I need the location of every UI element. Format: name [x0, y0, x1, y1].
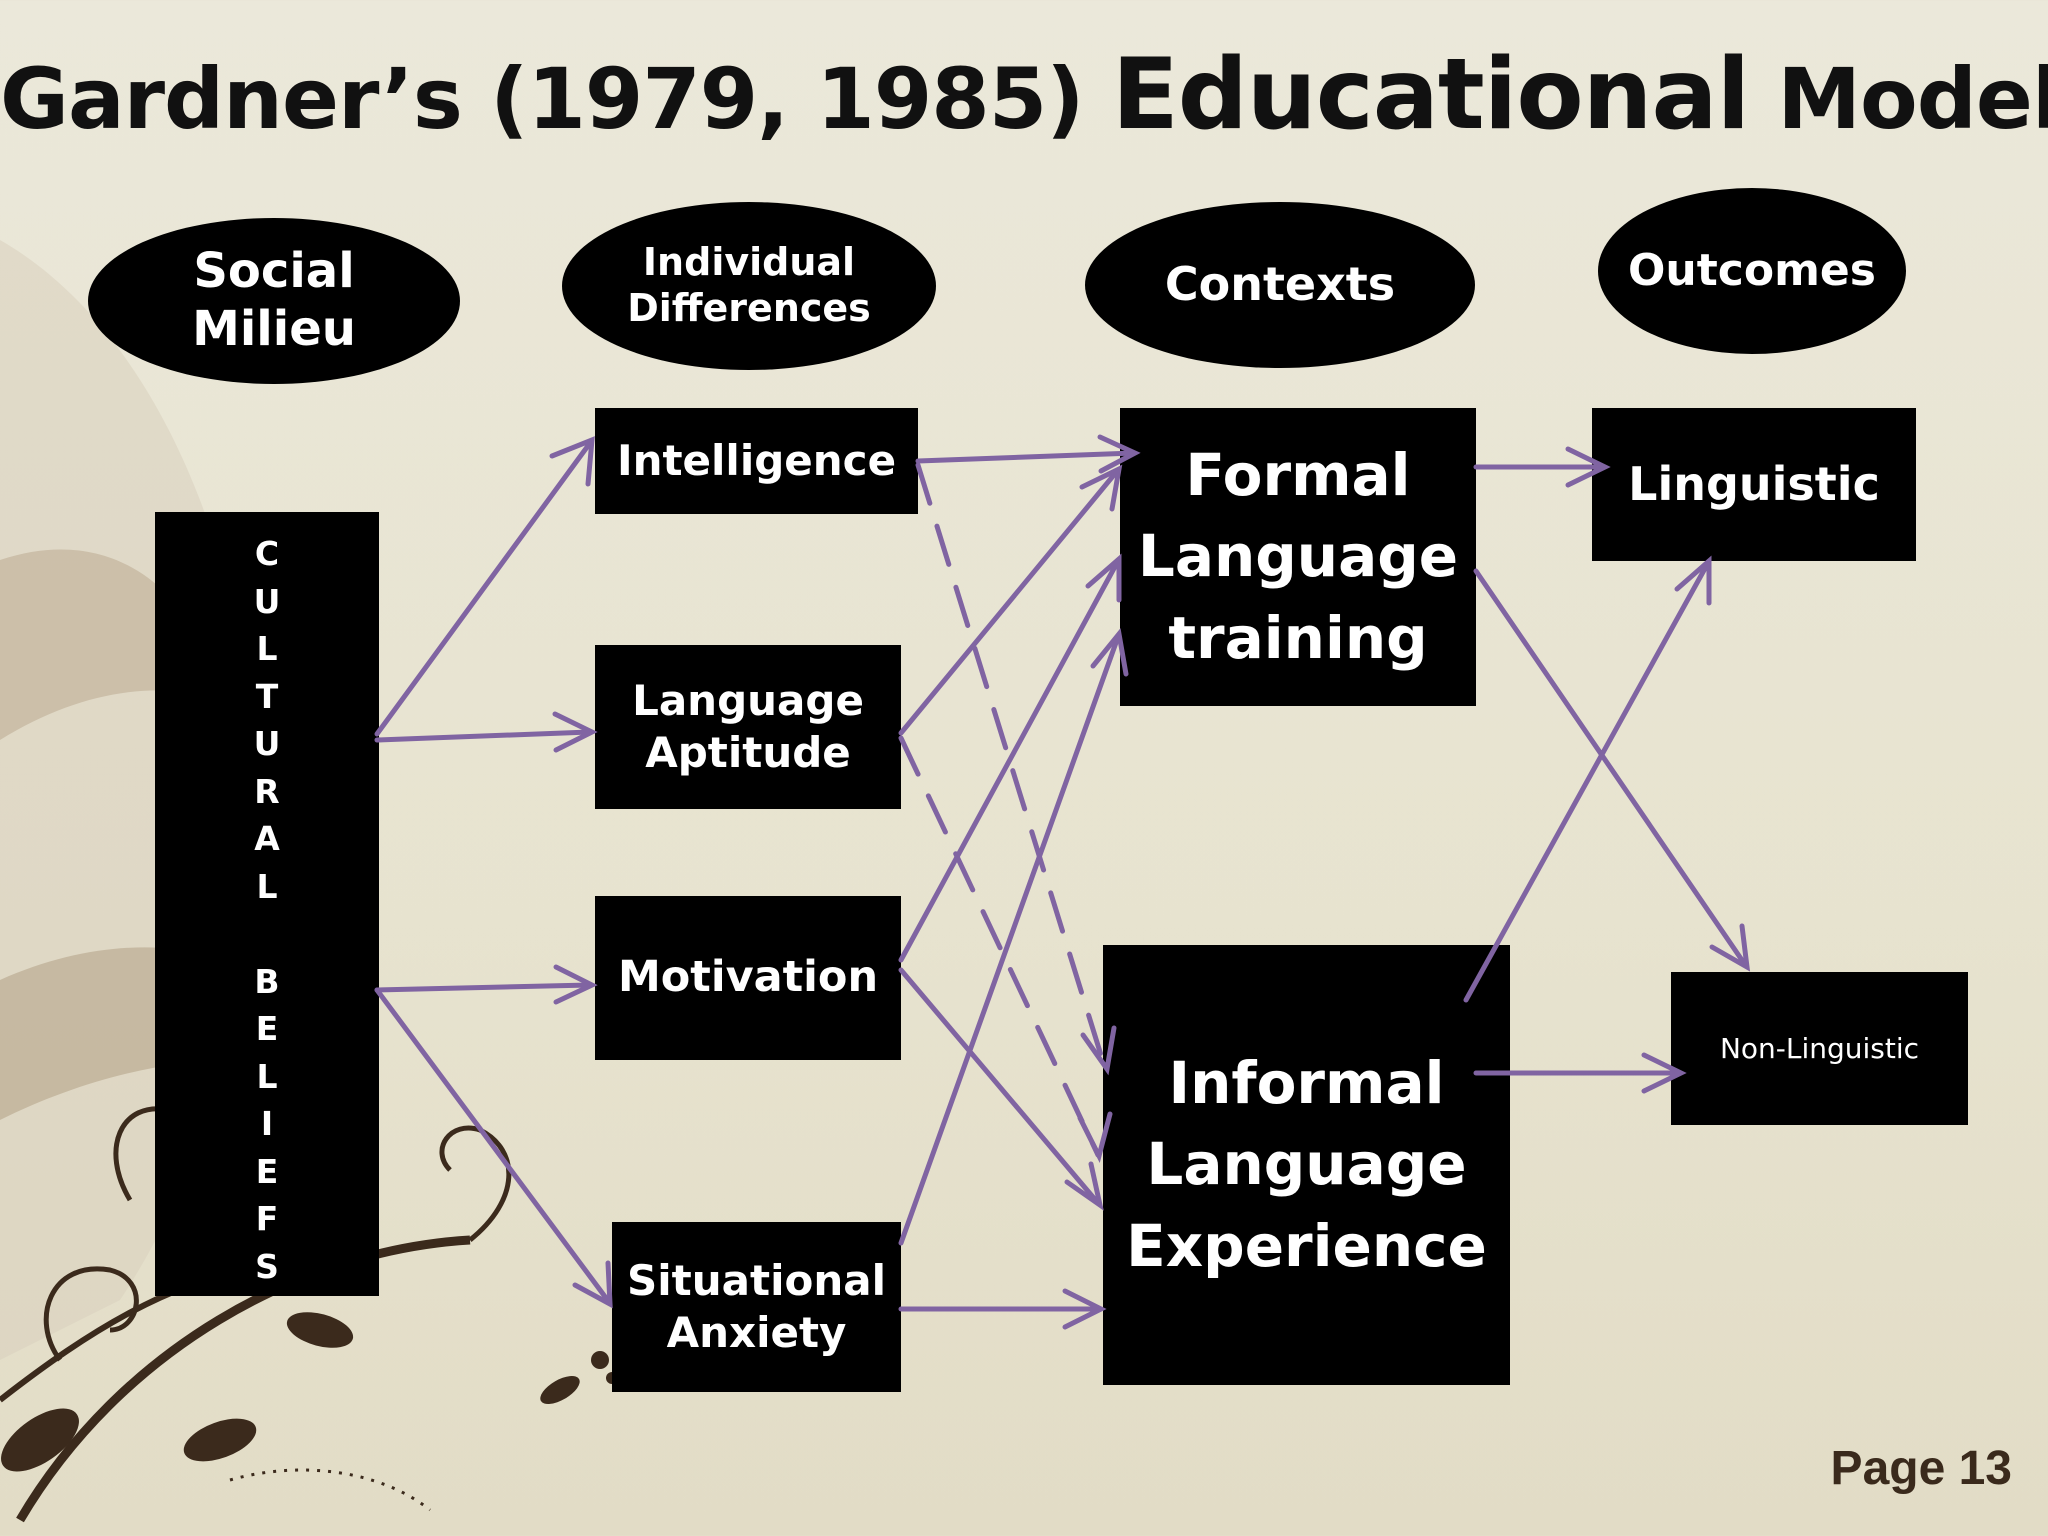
cultural-beliefs-letter: F — [255, 1199, 279, 1238]
cultural-beliefs-letter: U — [253, 724, 281, 763]
arrow-informal-linguistic — [1463, 560, 1711, 1003]
box-non-linguistic: Non-Linguistic — [1671, 972, 1968, 1125]
arrow-culture-intelligence — [374, 440, 593, 737]
arrowhead — [1709, 923, 1751, 972]
box-motivation: Motivation — [595, 896, 901, 1060]
cultural-beliefs-letter: C — [254, 534, 280, 573]
header-outcomes: Outcomes — [1598, 188, 1906, 354]
box-situational-anxiety: Situational Anxiety — [612, 1222, 901, 1392]
cultural-beliefs-letter: B — [254, 961, 280, 1001]
arrowhead — [1077, 1111, 1113, 1164]
cultural-beliefs-letter: R — [254, 771, 280, 811]
arrowhead — [1097, 434, 1141, 474]
arrow-culture-motivation — [374, 982, 593, 993]
arrow-intelligence-informal — [915, 462, 1108, 1071]
arrow-intelligence-formal — [915, 450, 1137, 464]
arrowhead — [1641, 1052, 1687, 1094]
arrow-aptitude-formal — [898, 467, 1121, 736]
arrow-anxiety-formal — [898, 634, 1121, 1246]
arrowhead — [1085, 553, 1122, 603]
page-title: Gardner’s (1979, 1985) Educational Model — [0, 38, 2048, 152]
arrowhead — [1090, 628, 1129, 677]
cultural-beliefs-letter: L — [256, 629, 278, 668]
cultural-beliefs-letter: U — [253, 581, 281, 621]
box-language-aptitude: Language Aptitude — [595, 645, 901, 809]
arrowhead — [572, 1260, 613, 1309]
cultural-beliefs-letter: I — [260, 1104, 274, 1143]
header-social-milieu: Social Milieu — [88, 218, 460, 384]
arrowhead — [549, 436, 595, 487]
header-individual-differences: Individual Differences — [562, 202, 936, 370]
arrowhead — [1674, 555, 1712, 606]
arrowhead — [1079, 464, 1123, 512]
cultural-beliefs-letter: E — [255, 1151, 279, 1191]
arrow-formal-nonlinguistic — [1473, 568, 1749, 969]
arrowhead — [1064, 1161, 1104, 1211]
cultural-beliefs-letter: S — [255, 1246, 279, 1286]
box-informal-language-experience: Informal Language Experience — [1103, 945, 1510, 1385]
cultural-beliefs-letter: L — [256, 866, 278, 906]
arrowhead — [1062, 1288, 1107, 1330]
arrow-motivation-informal — [898, 967, 1101, 1206]
arrowhead — [553, 964, 598, 1005]
cultural-beliefs-letter: E — [255, 1009, 279, 1048]
arrow-aptitude-informal — [898, 735, 1101, 1158]
cultural-beliefs-letter: A — [254, 819, 280, 858]
box-linguistic: Linguistic — [1592, 408, 1916, 561]
arrowhead — [1080, 1025, 1117, 1076]
cultural-beliefs-letter: T — [255, 676, 279, 716]
arrowhead — [1565, 446, 1611, 488]
arrow-motivation-formal — [898, 558, 1121, 963]
page-number: Page 13 — [1830, 1442, 2012, 1495]
box-formal-language-training: Formal Language training — [1120, 408, 1476, 706]
arrowhead — [552, 711, 598, 753]
cultural-beliefs-letter: L — [256, 1056, 278, 1096]
arrow-culture-anxiety — [374, 987, 612, 1305]
arrow-culture-aptitude — [374, 729, 593, 743]
box-intelligence: Intelligence — [595, 408, 918, 514]
header-contexts: Contexts — [1085, 202, 1475, 368]
